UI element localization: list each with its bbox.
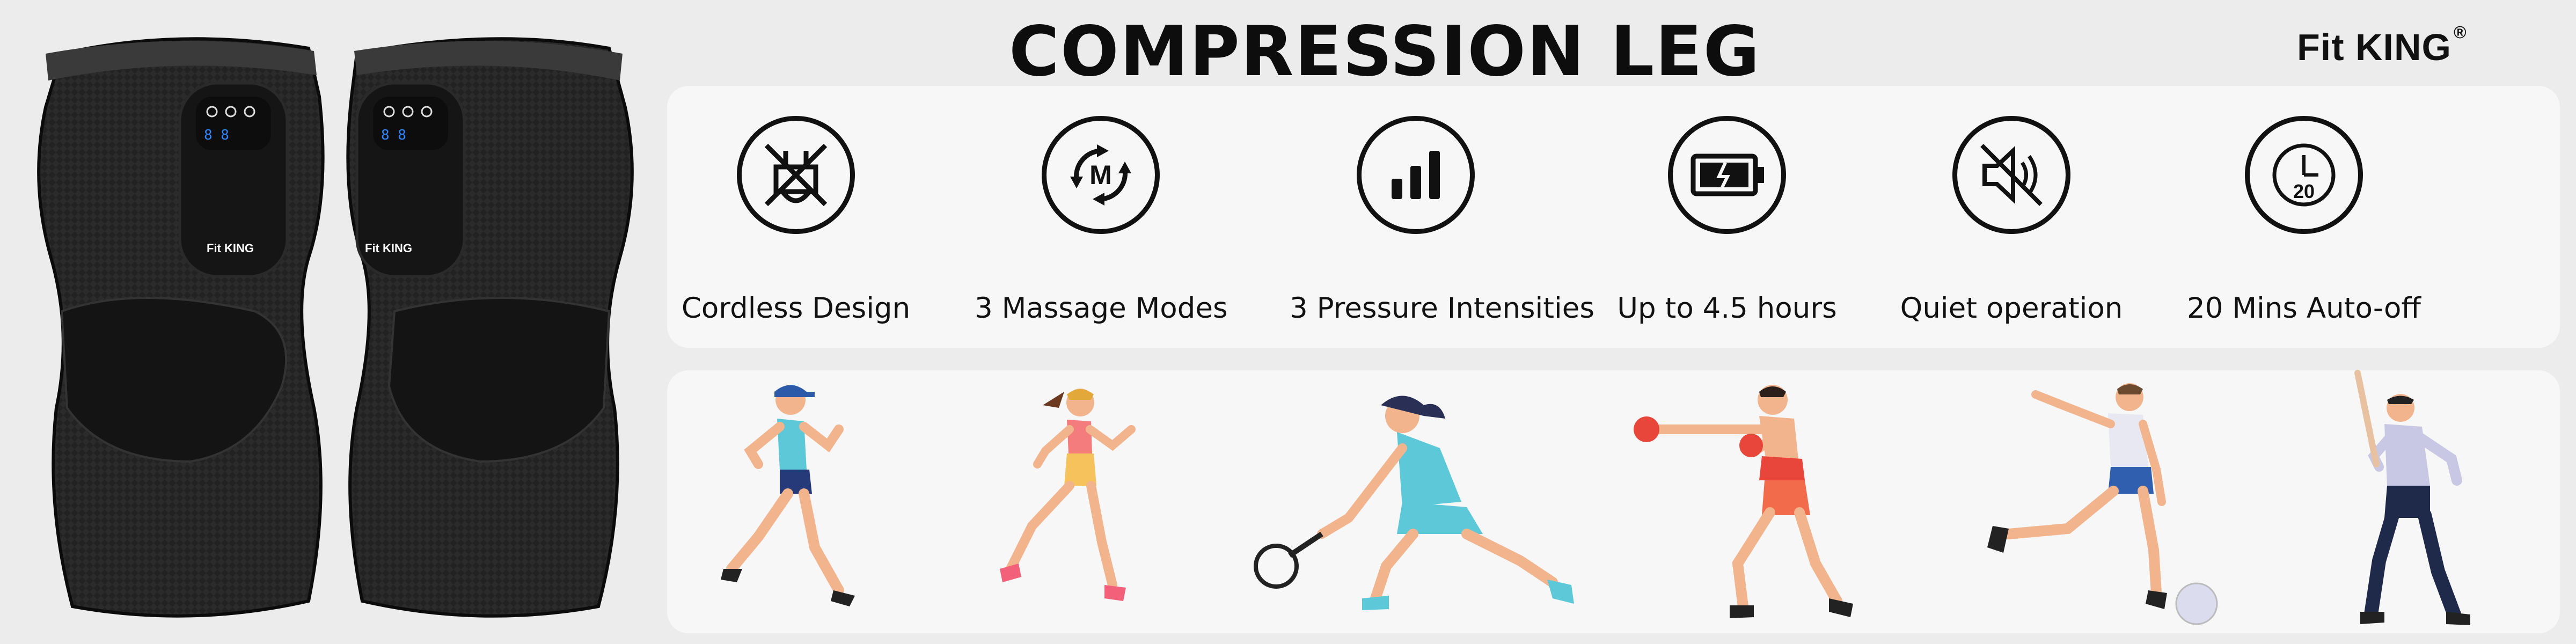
feature-label: 3 Pressure Intensities — [1290, 292, 1594, 325]
timer-icon: 20 — [2245, 116, 2363, 234]
registered-mark: ® — [2453, 23, 2467, 42]
brand-logo: Fit KING® — [2297, 23, 2467, 69]
feature-quiet: Quiet operation — [1885, 116, 2138, 341]
device-logo: Fit KING — [207, 241, 254, 255]
battery-icon — [1668, 116, 1786, 234]
feature-battery: Up to 4.5 hours — [1601, 116, 1853, 341]
soccer-player-illustration — [1987, 383, 2218, 625]
feature-label: Up to 4.5 hours — [1617, 292, 1837, 325]
device-display: 8 8 — [204, 127, 229, 143]
device-display: 8 8 — [381, 127, 406, 143]
mode-cycle-icon: M — [1042, 116, 1160, 234]
feature-modes: M 3 Massage Modes — [975, 116, 1228, 341]
mode-letter: M — [1089, 160, 1112, 190]
leg-massager-right: 8 8 Fit KING — [346, 37, 634, 618]
runner-female-illustration — [1000, 389, 1136, 601]
feature-label: Quiet operation — [1900, 292, 2123, 325]
feature-label: 20 Mins Auto-off — [2187, 292, 2421, 325]
no-plug-icon — [737, 116, 855, 234]
brand-name: Fit KING — [2297, 26, 2451, 68]
feature-timer: 20 20 Mins Auto-off — [2178, 116, 2430, 341]
runner-male-illustration — [721, 385, 855, 606]
timer-value: 20 — [2293, 180, 2315, 202]
feature-cordless: Cordless Design — [670, 116, 922, 341]
features-panel: Cordless Design M 3 Massage Modes 3 Pres… — [667, 86, 2560, 348]
baseball-batter-illustration — [2354, 370, 2470, 625]
boxer-illustration — [1634, 385, 1853, 618]
feature-pressure: 3 Pressure Intensities — [1290, 116, 1594, 341]
device-logo: Fit KING — [365, 241, 412, 255]
mute-icon — [1952, 116, 2070, 234]
sports-panel — [667, 370, 2560, 633]
feature-label: Cordless Design — [681, 292, 911, 325]
leg-massager-left: 8 8 Fit KING — [37, 37, 325, 618]
feature-label: 3 Massage Modes — [975, 292, 1228, 325]
tennis-player-illustration — [1254, 396, 1574, 610]
signal-bars-icon — [1357, 116, 1475, 234]
